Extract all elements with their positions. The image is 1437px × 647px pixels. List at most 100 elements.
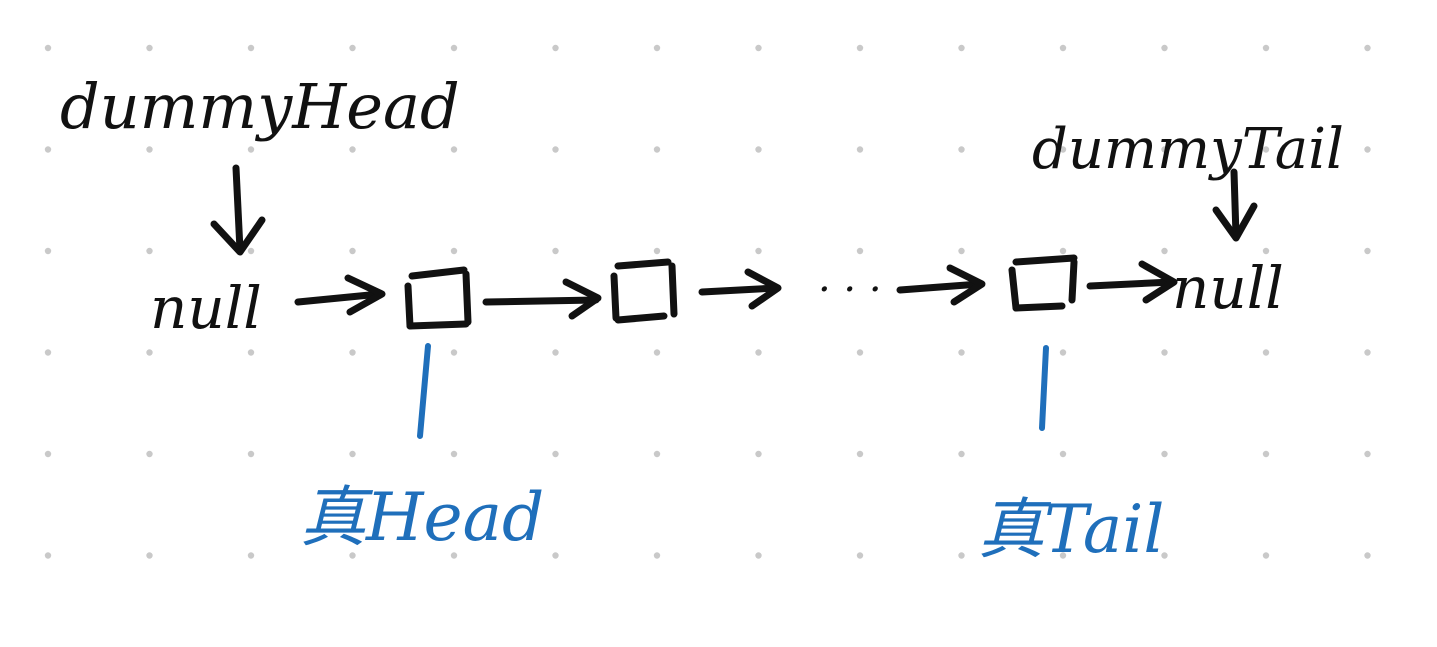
grid-dot — [653, 247, 661, 255]
grid-dot — [247, 247, 255, 255]
grid-dot — [450, 44, 458, 52]
grid-dot — [1059, 349, 1067, 356]
list-node-1 — [404, 266, 472, 330]
grid-dot — [1161, 450, 1168, 458]
grid-dot — [653, 450, 661, 458]
grid-dot — [856, 247, 864, 255]
grid-dot — [1262, 146, 1270, 153]
grid-dot — [349, 146, 356, 153]
grid-dot — [653, 146, 661, 153]
arrow-null-to-node-1 — [294, 274, 386, 316]
grid-dot — [856, 44, 864, 52]
grid-dot — [44, 552, 52, 559]
grid-dot — [755, 247, 762, 255]
dummy-tail-down-arrow — [1212, 168, 1258, 242]
grid-dot — [146, 44, 153, 52]
grid-dot — [1161, 552, 1168, 559]
grid-dot — [958, 247, 965, 255]
grid-dot — [1364, 552, 1371, 559]
grid-dot — [1161, 44, 1168, 52]
grid-dot — [247, 44, 255, 52]
grid-dot — [1059, 146, 1067, 153]
grid-dot — [450, 349, 458, 356]
grid-dot — [44, 44, 52, 52]
grid-dot — [552, 247, 559, 255]
grid-dot — [1262, 44, 1270, 52]
list-node-2 — [610, 258, 678, 324]
real-head-label: 真Head — [300, 479, 544, 556]
dummy-head-down-arrow — [210, 164, 266, 256]
grid-dot — [247, 349, 255, 356]
grid-dot — [1059, 44, 1067, 52]
grid-dot — [146, 450, 153, 458]
grid-dot — [450, 552, 458, 559]
grid-dot — [1059, 247, 1067, 255]
grid-dot — [146, 247, 153, 255]
real-tail-label: 真Tail — [978, 491, 1164, 568]
grid-dot — [349, 450, 356, 458]
grid-dot — [450, 247, 458, 255]
grid-dot — [146, 552, 153, 559]
dummy-head-label: dummyHead — [60, 70, 460, 143]
grid-dot — [653, 349, 661, 356]
null-left-label: null — [150, 274, 262, 342]
grid-dot — [1262, 349, 1270, 356]
grid-dot — [755, 450, 762, 458]
grid-dot — [247, 146, 255, 153]
grid-dot — [450, 146, 458, 153]
grid-dot — [44, 247, 52, 255]
grid-dot — [349, 552, 356, 559]
arrow-last-node-to-null — [1086, 260, 1178, 304]
grid-dot — [856, 552, 864, 559]
grid-dot — [247, 450, 255, 458]
grid-dot — [1262, 247, 1270, 255]
grid-dot — [146, 146, 153, 153]
grid-dot — [958, 44, 965, 52]
grid-dot — [552, 552, 559, 559]
arrow-node-1-to-node-2 — [482, 278, 602, 320]
grid-dot — [856, 146, 864, 153]
grid-dot — [856, 450, 864, 458]
grid-dot — [958, 146, 965, 153]
dummy-tail-label: dummyTail — [1032, 117, 1344, 182]
grid-dot — [958, 552, 965, 559]
null-right-label: null — [1172, 254, 1284, 322]
grid-dot — [146, 349, 153, 356]
grid-dot — [349, 247, 356, 255]
grid-dot — [349, 349, 356, 356]
real-head-pointer-line — [417, 343, 431, 439]
grid-dot — [552, 349, 559, 356]
grid-dot — [1364, 44, 1371, 52]
grid-dot — [1161, 349, 1168, 356]
grid-dot — [1059, 552, 1067, 559]
grid-dot — [1262, 450, 1270, 458]
arrow-node-2-to-ellipsis — [698, 268, 782, 310]
grid-dot — [653, 552, 661, 559]
grid-dot — [856, 349, 864, 356]
grid-dot — [44, 349, 52, 356]
grid-dot — [958, 349, 965, 356]
arrow-ellipsis-to-last-node — [896, 264, 986, 306]
grid-dot — [1161, 146, 1168, 153]
grid-dot — [1364, 349, 1371, 356]
grid-dot — [1059, 450, 1067, 458]
grid-dot — [1364, 146, 1371, 153]
grid-dot — [755, 44, 762, 52]
grid-dot — [755, 146, 762, 153]
real-tail-pointer-line — [1039, 345, 1049, 431]
dot-grid — [44, 44, 1371, 559]
list-node-last — [1008, 254, 1078, 312]
grid-dot — [552, 44, 559, 52]
grid-dot — [1161, 247, 1168, 255]
grid-dot — [1364, 450, 1371, 458]
grid-dot — [1262, 552, 1270, 559]
grid-dot — [755, 552, 762, 559]
grid-dot — [44, 146, 52, 153]
grid-dot — [450, 450, 458, 458]
grid-dot — [349, 44, 356, 52]
grid-dot — [755, 349, 762, 356]
grid-dot — [958, 450, 965, 458]
grid-dot — [247, 552, 255, 559]
